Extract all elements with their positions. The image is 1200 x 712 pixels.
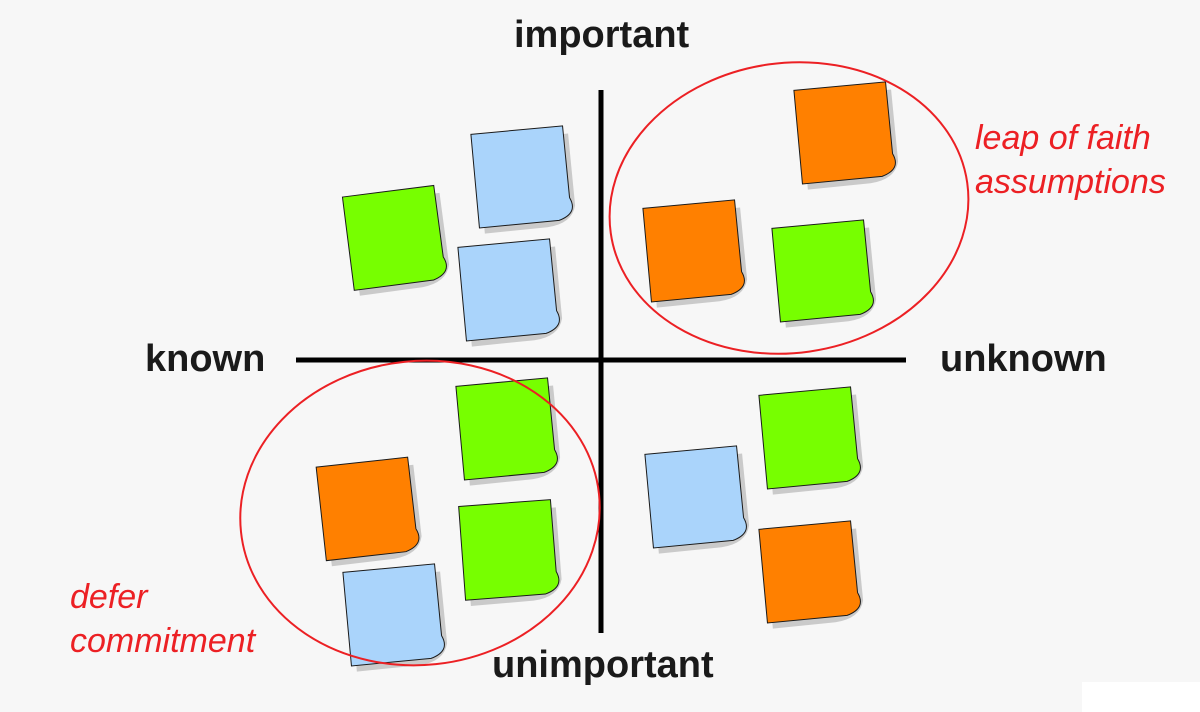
sticky-note-blue	[342, 563, 448, 672]
axis-label-unimportant: unimportant	[492, 644, 714, 686]
axis-label-known: known	[145, 338, 266, 380]
defer-commitment-line2: commitment	[70, 622, 256, 660]
corner-panel	[1082, 682, 1200, 712]
leap-of-faith-line2: assumptions	[975, 163, 1166, 201]
leap-of-faith-annotation: leap of faith assumptions	[975, 116, 1166, 204]
sticky-note-blue	[457, 238, 563, 347]
defer-commitment-line1: defer	[70, 578, 148, 616]
sticky-note-orange	[793, 81, 899, 190]
leap-of-faith-circle	[608, 61, 970, 355]
defer-commitment-circle	[239, 359, 601, 667]
sticky-note-green	[771, 219, 877, 328]
sticky-note-orange	[642, 199, 748, 308]
sticky-notes	[315, 81, 899, 672]
sticky-note-green	[458, 499, 562, 606]
sticky-note-blue	[470, 125, 576, 234]
axis-label-unknown: unknown	[940, 338, 1107, 380]
defer-commitment-annotation: defer commitment	[70, 575, 255, 663]
leap-of-faith-line1: leap of faith	[975, 119, 1151, 157]
axis-label-important: important	[514, 14, 690, 56]
sticky-note-orange	[758, 520, 864, 629]
sticky-note-green	[455, 377, 561, 486]
sticky-note-blue	[644, 445, 750, 554]
sticky-note-green	[758, 386, 864, 495]
sticky-note-orange	[315, 456, 422, 567]
sticky-note-green	[341, 184, 450, 296]
